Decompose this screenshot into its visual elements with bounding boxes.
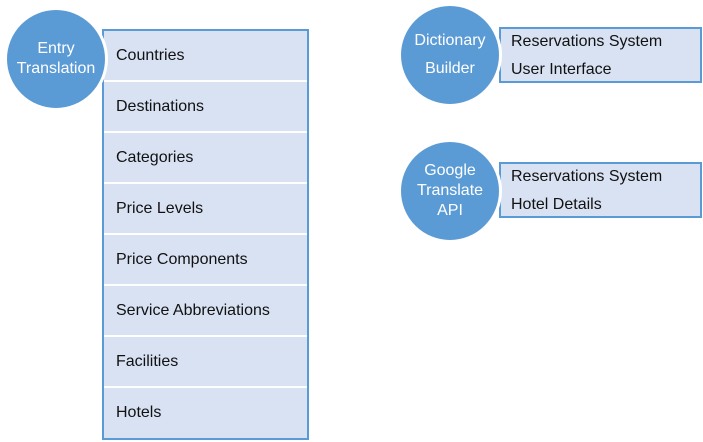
dictionary-builder-label-line2: Builder bbox=[425, 60, 475, 77]
list-item-facilities: Facilities bbox=[104, 337, 307, 388]
google-translate-api-label-line1: Google bbox=[424, 162, 476, 179]
dictionary-builder-item-2: User Interface bbox=[511, 61, 612, 78]
entry-translation-list: Countries Destinations Categories Price … bbox=[102, 29, 309, 440]
entry-translation-label-line1: Entry bbox=[37, 40, 75, 57]
dictionary-builder-circle: Dictionary Builder bbox=[398, 3, 502, 107]
entry-translation-circle: Entry Translation bbox=[4, 7, 108, 111]
list-item-price-levels: Price Levels bbox=[104, 184, 307, 235]
google-translate-api-item-2: Hotel Details bbox=[511, 196, 602, 213]
google-translate-api-box: Reservations System Hotel Details bbox=[499, 162, 702, 218]
google-translate-api-label-line2: Translate bbox=[416, 182, 484, 199]
list-item-hotels: Hotels bbox=[116, 404, 162, 421]
list-item-categories: Categories bbox=[104, 133, 307, 184]
list-item-countries: Countries bbox=[104, 31, 307, 82]
dictionary-builder-item-1: Reservations System bbox=[511, 33, 663, 50]
list-item-price-components: Price Components bbox=[104, 235, 307, 286]
list-item-destinations: Destinations bbox=[104, 82, 307, 133]
google-translate-api-item-1: Reservations System bbox=[511, 168, 663, 185]
dictionary-builder-label-line1: Dictionary bbox=[414, 32, 486, 49]
dictionary-builder-box: Reservations System User Interface bbox=[499, 27, 702, 83]
google-translate-api-circle: Google Translate API bbox=[398, 139, 502, 243]
google-translate-api-label-line3: API bbox=[437, 202, 463, 219]
list-item-service-abbreviations: Service Abbreviations bbox=[104, 286, 307, 337]
entry-translation-label-line2: Translation bbox=[16, 60, 96, 77]
